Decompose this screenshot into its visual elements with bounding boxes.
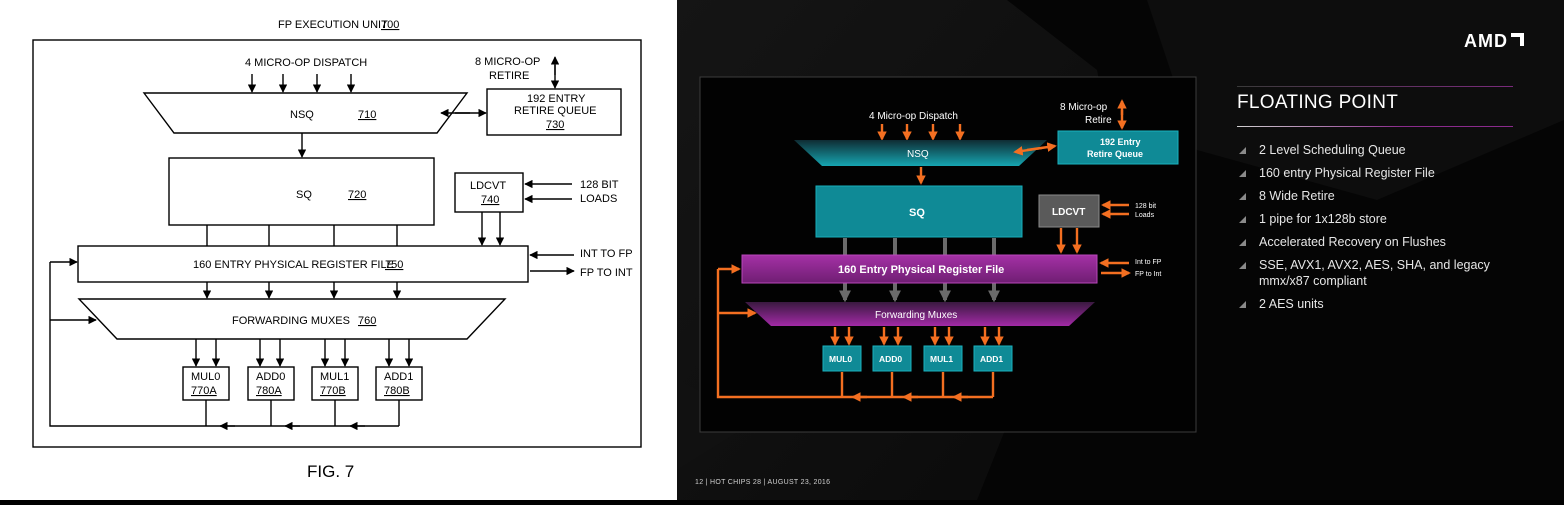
patent-unit-add1-ref: 780B	[384, 385, 410, 397]
slide-nsq-label: NSQ	[907, 149, 929, 160]
patent-outer-frame	[32, 39, 642, 448]
patent-prf-label: 160 ENTRY PHYSICAL REGISTER FILE	[193, 259, 394, 271]
bullet-item: 2 Level Scheduling Queue	[1237, 142, 1537, 158]
patent-nsq-ref: 710	[358, 109, 376, 121]
patent-diagram: FP EXECUTION UNIT 700 4 MICRO-OP DISPATC…	[32, 19, 642, 481]
slide-sq-block	[815, 185, 1023, 238]
slide-unit-mul1-label: MUL1	[930, 354, 953, 364]
patent-unit-mul1-name: MUL1	[320, 371, 349, 383]
patent-ldcvt-label: LDCVT	[470, 180, 506, 192]
bullet-triangle-icon	[1239, 239, 1246, 246]
slide-int-to-fp: Int to FP	[1135, 259, 1162, 266]
slide-mux-block	[745, 302, 1095, 326]
patent-rq-ref: 730	[546, 119, 564, 131]
slide-rq-line2: Retire Queue	[1087, 149, 1143, 159]
slide-background: 4 Micro-op Dispatch 8 Micro-op Retire NS…	[677, 0, 1564, 500]
bullet-item: 2 AES units	[1237, 296, 1537, 312]
slide-fp-to-int: FP to Int	[1135, 271, 1161, 278]
bullet-triangle-icon	[1239, 170, 1246, 177]
patent-dispatch-label: 4 MICRO-OP DISPATCH	[245, 57, 367, 69]
slide-retire-queue-block	[1057, 130, 1179, 165]
patent-unit-add1-name: ADD1	[384, 371, 413, 383]
patent-loads-line1: 128 BIT	[580, 179, 619, 191]
patent-unit-add0-name: ADD0	[256, 371, 285, 383]
bullet-item: 8 Wide Retire	[1237, 188, 1537, 204]
slide-dispatch-label: 4 Micro-op Dispatch	[869, 111, 958, 122]
slide-unit-add1-label: ADD1	[980, 354, 1003, 364]
slide-unit-add0	[872, 345, 912, 372]
patent-unit-mul0	[182, 366, 230, 401]
patent-title: FP EXECUTION UNIT	[278, 19, 388, 31]
slide-unit-mul1	[923, 345, 963, 372]
amd-slide-panel: 4 Micro-op Dispatch 8 Micro-op Retire NS…	[677, 0, 1564, 500]
patent-sq-block	[168, 157, 435, 226]
bullet-item: Accelerated Recovery on Flushes	[1237, 234, 1537, 250]
patent-retire-queue-block	[486, 88, 622, 136]
slide-prf-block	[741, 254, 1098, 284]
patent-mux-ref: 760	[358, 315, 376, 327]
patent-retire-label-1: 8 MICRO-OP	[475, 56, 540, 68]
slide-unit-add0-label: ADD0	[879, 354, 902, 364]
patent-fig-label: FIG. 7	[307, 462, 354, 481]
bullet-item: 1 pipe for 1x128b store	[1237, 211, 1537, 227]
patent-unit-mul1-ref: 770B	[320, 385, 346, 397]
patent-nsq-block	[142, 92, 469, 134]
slide-retire-label-1: 8 Micro-op	[1060, 102, 1108, 113]
slide-rq-line1: 192 Entry	[1100, 137, 1141, 147]
patent-mux-block	[77, 298, 507, 340]
patent-prf-block	[77, 245, 529, 283]
patent-nsq-label: NSQ	[290, 109, 314, 121]
patent-prf-ref: 750	[385, 259, 403, 271]
patent-unit-mul0-name: MUL0	[191, 371, 220, 383]
slide-prf-label: 160 Entry Physical Register File	[838, 264, 1004, 276]
patent-mux-label: FORWARDING MUXES	[232, 315, 350, 327]
title-top-rule	[1237, 86, 1513, 87]
slide-title: FLOATING POINT	[1237, 92, 1399, 113]
slide-ldcvt-block	[1038, 194, 1100, 228]
slide-ldcvt-label: LDCVT	[1052, 207, 1085, 218]
patent-title-ref: 700	[381, 19, 399, 31]
bullet-triangle-icon	[1239, 216, 1246, 223]
patent-loads-line2: LOADS	[580, 193, 617, 205]
patent-unit-mul0-ref: 770A	[191, 385, 217, 397]
slide-unit-add1	[973, 345, 1013, 372]
patent-retire-label-2: RETIRE	[489, 70, 529, 82]
bullet-triangle-icon	[1239, 193, 1246, 200]
patent-fp-to-int: FP TO INT	[580, 267, 633, 279]
patent-unit-add1	[375, 366, 423, 401]
slide-footer: 12 | HOT CHIPS 28 | AUGUST 23, 2016	[695, 479, 831, 486]
amd-logo: AMD	[1464, 31, 1524, 52]
patent-sq-label: SQ	[296, 189, 312, 201]
slide-sq-label: SQ	[909, 207, 925, 219]
bullet-item: SSE, AVX1, AVX2, AES, SHA, and legacy mm…	[1237, 257, 1537, 289]
slide-loads-line1: 128 bit	[1135, 203, 1156, 210]
patent-sq-ref: 720	[348, 189, 366, 201]
bullet-triangle-icon	[1239, 147, 1246, 154]
bullet-list: 2 Level Scheduling Queue 160 entry Physi…	[1237, 142, 1537, 319]
patent-figure-panel: FP EXECUTION UNIT 700 4 MICRO-OP DISPATC…	[0, 0, 677, 500]
bullet-triangle-icon	[1239, 262, 1246, 269]
slide-nsq-block	[794, 140, 1047, 166]
patent-int-to-fp: INT TO FP	[580, 248, 633, 260]
slide-unit-mul0	[822, 345, 862, 372]
slide-retire-label-2: Retire	[1085, 115, 1112, 126]
slide-mux-label: Forwarding Muxes	[875, 310, 957, 321]
patent-ldcvt-ref: 740	[481, 194, 499, 206]
patent-unit-add0-ref: 780A	[256, 385, 282, 397]
patent-unit-mul1	[311, 366, 359, 401]
slide-loads-line2: Loads	[1135, 212, 1155, 219]
slide-unit-mul0-label: MUL0	[829, 354, 852, 364]
patent-unit-add0	[247, 366, 295, 401]
patent-rq-line1: 192 ENTRY	[527, 93, 586, 105]
patent-rq-line2: RETIRE QUEUE	[514, 105, 597, 117]
bullet-item: 160 entry Physical Register File	[1237, 165, 1537, 181]
patent-ldcvt-block	[454, 172, 524, 213]
title-bottom-rule	[1237, 126, 1513, 127]
bullet-triangle-icon	[1239, 301, 1246, 308]
